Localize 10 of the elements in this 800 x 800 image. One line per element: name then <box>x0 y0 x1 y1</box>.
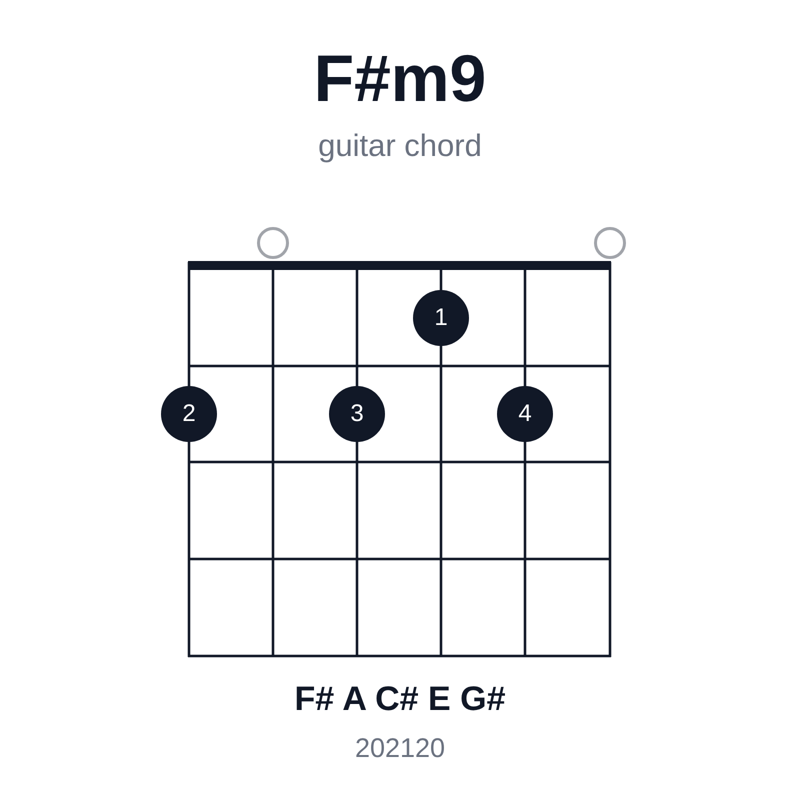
open-string-marker <box>257 227 289 259</box>
finger-number: 4 <box>518 400 532 428</box>
chord-title: F#m9 <box>314 41 486 115</box>
finger-number: 3 <box>350 400 364 428</box>
subtitle: guitar chord <box>318 128 482 163</box>
finger-number: 2 <box>182 400 196 428</box>
open-string-marker <box>594 227 626 259</box>
fret-numbers: 202120 <box>354 733 446 763</box>
finger-number: 1 <box>434 304 448 332</box>
chord-notes: F# A C# E G# <box>294 680 506 718</box>
